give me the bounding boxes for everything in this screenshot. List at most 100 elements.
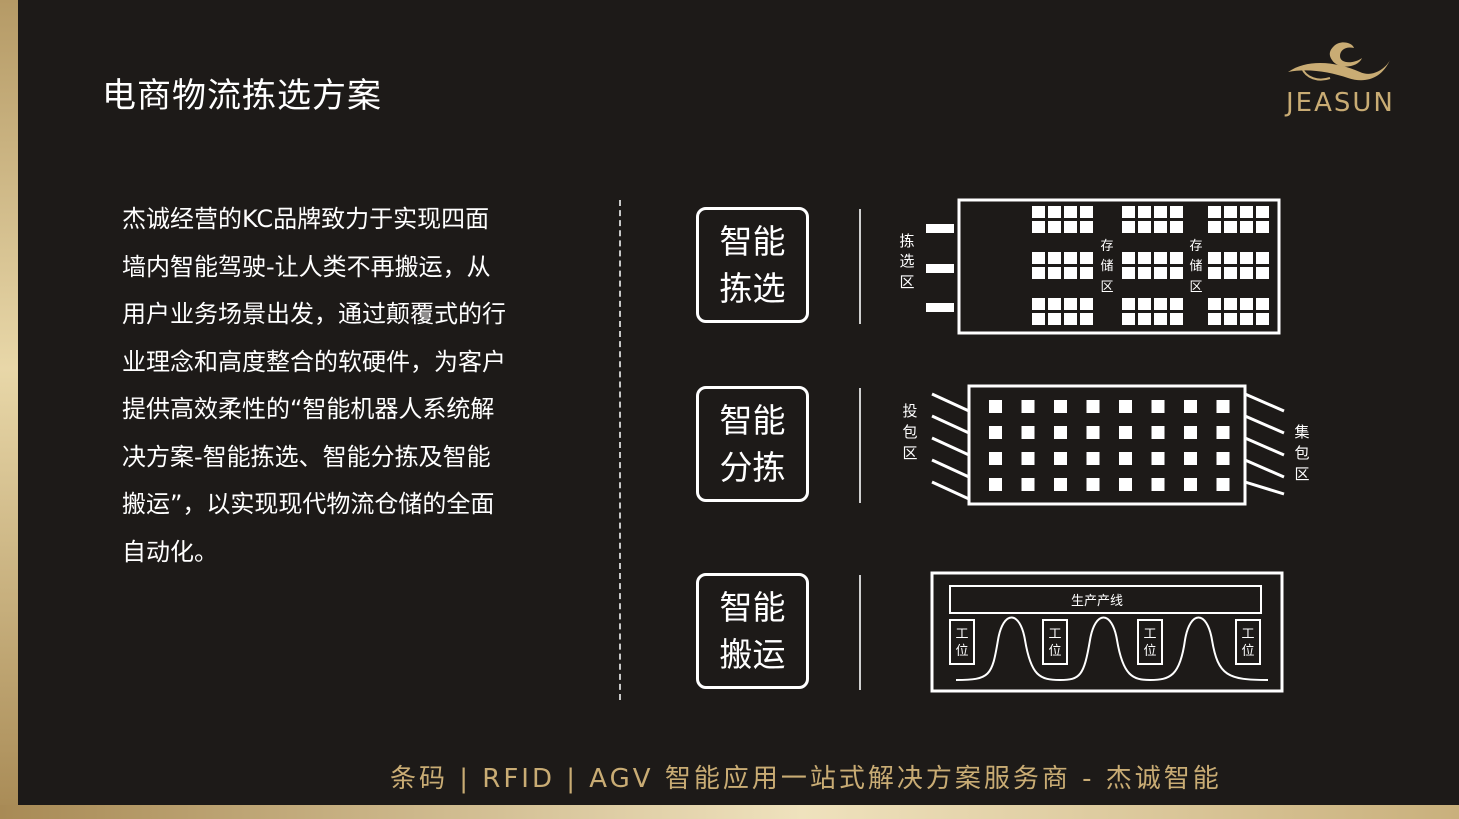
storage-cell xyxy=(1256,206,1269,218)
sorting-cell xyxy=(1021,426,1035,439)
sorting-cell xyxy=(1151,478,1165,491)
footer-slogan: 条码 | RFID | AGV 智能应用一站式解决方案服务商 - 杰诚智能 xyxy=(390,764,1222,794)
sorting-cell xyxy=(1151,400,1165,413)
picking-zone-label-char: 区 xyxy=(899,273,914,291)
storage-cell xyxy=(1048,252,1061,264)
separator-line xyxy=(859,575,861,690)
sorting-diagram: 投 包 区 集 包 区 xyxy=(902,384,1310,506)
storage-cell xyxy=(1138,221,1151,233)
collect-zone-label-char: 区 xyxy=(1294,465,1309,483)
logo-wordmark: JEASUN xyxy=(1286,88,1395,118)
storage-cell xyxy=(1224,252,1237,264)
sorting-cell xyxy=(1054,426,1067,439)
description-line: 自动化。 xyxy=(122,537,218,566)
sorting-cell xyxy=(1184,478,1197,491)
storage-cell xyxy=(1208,267,1221,279)
sorting-cell xyxy=(1216,452,1230,465)
storage-cell xyxy=(1256,221,1269,233)
storage-cell xyxy=(1208,298,1221,310)
feature-smart-sorting: 智能 分拣 xyxy=(696,386,809,502)
page-title: 电商物流拣选方案 xyxy=(102,76,382,116)
storage-cell xyxy=(1208,221,1221,233)
sorting-cell xyxy=(1021,478,1035,491)
storage-cell xyxy=(1032,221,1045,233)
storage-cell xyxy=(1080,298,1093,310)
storage-cell xyxy=(1256,252,1269,264)
storage-cell xyxy=(1240,206,1253,218)
storage-cell xyxy=(1170,267,1183,279)
sorting-cell xyxy=(1216,426,1230,439)
storage-cell xyxy=(1048,206,1061,218)
storage-cell xyxy=(1122,252,1135,264)
description-line: 业理念和高度整合的软硬件，为客户 xyxy=(122,347,506,376)
storage-cell xyxy=(1064,267,1077,279)
feature-label-line: 搬运 xyxy=(719,635,786,674)
storage-cell xyxy=(1170,298,1183,310)
storage-cell xyxy=(1122,298,1135,310)
feature-label-line: 智能 xyxy=(719,588,786,627)
work-station-label-char: 工 xyxy=(1048,627,1061,642)
agv-route-path xyxy=(955,616,1269,682)
storage-cell xyxy=(1240,252,1253,264)
picking-zone-label-char: 拣 xyxy=(899,232,914,250)
sorting-cell xyxy=(1119,426,1132,439)
storage-cell xyxy=(1256,313,1269,325)
storage-cell xyxy=(1122,206,1135,218)
storage-cell xyxy=(1138,313,1151,325)
dashed-divider xyxy=(619,200,621,700)
storage-cell xyxy=(1048,298,1061,310)
feature-label-line: 拣选 xyxy=(719,269,786,308)
feature-label-line: 智能 xyxy=(719,401,786,440)
storage-cell xyxy=(1064,206,1077,218)
description-line: 墙内智能驾驶-让人类不再搬运，从 xyxy=(122,252,491,281)
storage-cell xyxy=(1048,221,1061,233)
feature-smart-picking: 智能 拣选 xyxy=(696,207,809,323)
storage-cell xyxy=(1170,252,1183,264)
work-station-label-char: 位 xyxy=(1048,644,1061,659)
description-line: 决方案-智能拣选、智能分拣及智能 xyxy=(122,442,491,471)
storage-cell xyxy=(1154,267,1167,279)
storage-cell xyxy=(1256,298,1269,310)
sorting-cell xyxy=(1054,478,1067,491)
picking-zone-label-char: 选 xyxy=(899,252,914,270)
storage-cell xyxy=(1032,298,1045,310)
storage-cell xyxy=(1032,206,1045,218)
work-station-box xyxy=(949,619,975,665)
description-paragraph: 杰诚经营的KC品牌致力于实现四面 墙内智能驾驶-让人类不再搬运，从 用户业务场景… xyxy=(122,196,552,576)
sorting-cell xyxy=(1054,400,1067,413)
work-station-label-char: 工 xyxy=(1241,627,1254,642)
sorting-cell xyxy=(1216,478,1230,491)
description-line: 用户业务场景出发，通过颠覆式的行 xyxy=(122,300,506,328)
storage-cell xyxy=(1138,252,1151,264)
drop-zone-label-char: 投 xyxy=(902,402,917,420)
sorting-cell-grid xyxy=(989,400,1230,491)
storage-cell xyxy=(1208,252,1221,264)
storage-cell xyxy=(1224,221,1237,233)
collect-zone-label-char: 集 xyxy=(1294,423,1309,441)
work-station-label-char: 位 xyxy=(955,644,968,659)
work-station-label-char: 工 xyxy=(955,627,968,642)
jeasun-logo-icon xyxy=(1288,42,1390,81)
storage-cell xyxy=(1032,267,1045,279)
storage-cell xyxy=(1064,298,1077,310)
storage-cell xyxy=(1080,252,1093,264)
storage-zone-label-char: 区 xyxy=(1189,280,1202,295)
sorting-cell xyxy=(1021,452,1035,465)
storage-cell xyxy=(1224,298,1237,310)
separator-line xyxy=(859,388,861,503)
storage-cell xyxy=(1240,267,1253,279)
work-station-box xyxy=(1235,619,1261,665)
sorting-cell xyxy=(1151,452,1165,465)
storage-zone-label-char: 区 xyxy=(1100,280,1113,295)
storage-cell xyxy=(1080,267,1093,279)
storage-cell xyxy=(1138,206,1151,218)
feature-smart-handling: 智能 搬运 xyxy=(696,573,809,689)
work-station-label-char: 位 xyxy=(1143,644,1156,659)
output-chute-lines xyxy=(1244,392,1285,496)
sorting-cell xyxy=(989,400,1002,413)
sorting-cell xyxy=(1119,478,1132,491)
storage-cell xyxy=(1224,206,1237,218)
sorting-cell xyxy=(989,426,1002,439)
